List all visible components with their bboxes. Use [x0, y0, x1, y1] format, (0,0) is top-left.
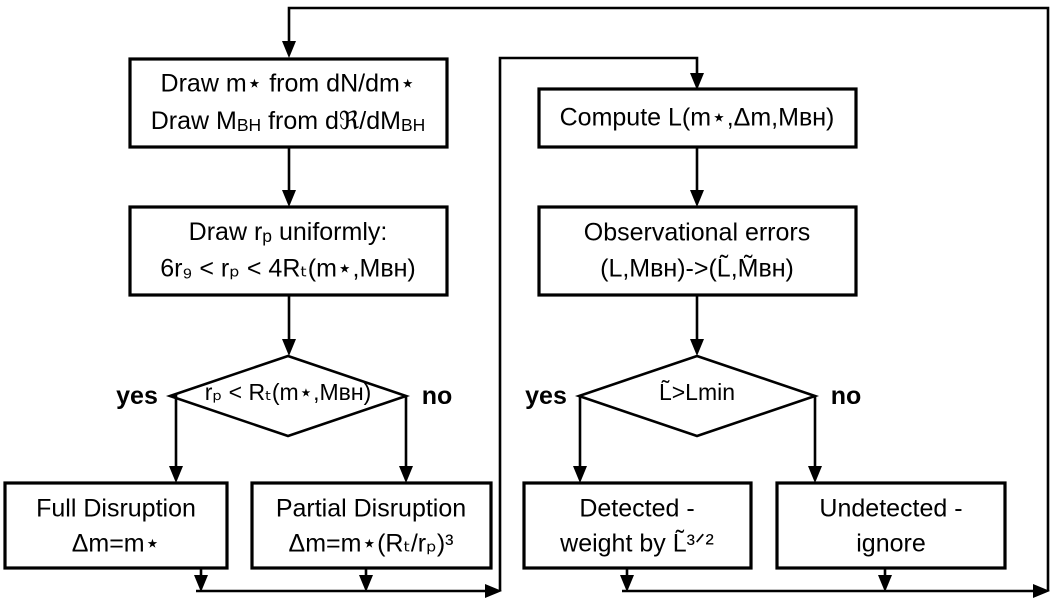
node-decision-lmin[interactable]: L̃>Lmin yes no: [525, 354, 862, 438]
undetected-line1: Undetected -: [819, 495, 962, 523]
partial-disruption-box: [250, 481, 493, 570]
node-draw-rp[interactable]: Draw rp uniformly: 6r₉ < rₚ < 4Rₜ(m⋆,Mʙʜ…: [128, 205, 449, 297]
node-full-disruption[interactable]: Full Disruption Δm=m⋆: [3, 481, 229, 570]
node-undetected[interactable]: Undetected - ignore: [775, 481, 1007, 570]
edge-feedback-loop: [282, 6, 1050, 591]
node-obs-errors[interactable]: Observational errors (L,Mʙʜ)->(L̃,M̃ʙʜ): [537, 205, 858, 297]
node-compute-l[interactable]: Compute L(m⋆,Δm,Mʙʜ): [537, 87, 858, 149]
draw-masses-line1: Draw m⋆ from dN/dm⋆: [161, 70, 416, 98]
partial-disruption-line1: Partial Disruption: [276, 495, 466, 523]
draw-masses-line2: Draw MBH from dℜ/dMBH: [151, 107, 426, 135]
draw-rp-line1: Draw rp uniformly:: [189, 218, 388, 246]
draw-rp-line2: 6r₉ < rₚ < 4Rₜ(m⋆,Mʙʜ): [160, 255, 415, 283]
full-disruption-box: [3, 481, 229, 570]
obs-errors-line1: Observational errors: [584, 219, 810, 247]
draw-masses-box: [128, 57, 449, 149]
draw-rp-box: [128, 205, 449, 297]
edge-decision-lmin-no: [808, 396, 822, 483]
obs-errors-line2: (L,Mʙʜ)->(L̃,M̃ʙʜ): [600, 254, 794, 282]
partial-disruption-line2: Δm=m⋆(Rₜ/rₚ)³: [289, 530, 454, 558]
node-partial-disruption[interactable]: Partial Disruption Δm=m⋆(Rₜ/rₚ)³: [250, 481, 493, 570]
edge-compute-to-errors: [690, 147, 704, 207]
detected-line1: Detected -: [579, 495, 694, 523]
detected-line2: weight by L̃³ᐟ²: [559, 529, 714, 557]
full-disruption-line2: Δm=m⋆: [72, 530, 161, 558]
node-detected[interactable]: Detected - weight by L̃³ᐟ²: [522, 481, 753, 570]
decision-lmin-yes-label: yes: [525, 382, 567, 410]
decision-rp-diamond: [165, 354, 411, 438]
decision-lmin-label: L̃>Lmin: [659, 379, 735, 405]
edge-rp-to-decision: [282, 295, 296, 356]
decision-rp-label: rₚ < Rₜ(m⋆,Mʙʜ): [205, 379, 371, 405]
edge-right-bottom-bus: [620, 568, 1050, 598]
full-disruption-line1: Full Disruption: [36, 495, 196, 523]
obs-errors-box: [537, 205, 858, 297]
edge-errors-to-decision: [690, 295, 704, 356]
decision-rp-yes-label: yes: [116, 382, 158, 410]
edge-decision-rp-no: [399, 396, 413, 483]
decision-lmin-no-label: no: [831, 382, 862, 410]
edge-left-riser-to-compute: [498, 56, 704, 591]
edge-decision-rp-yes: [169, 394, 183, 483]
undetected-box: [775, 481, 1007, 570]
node-draw-masses[interactable]: Draw m⋆ from dN/dm⋆ Draw MBH from dℜ/dMB…: [128, 57, 449, 149]
detected-box: [522, 481, 753, 570]
compute-l-label: Compute L(m⋆,Δm,Mʙʜ): [560, 104, 835, 132]
decision-rp-no-label: no: [422, 382, 453, 410]
decision-lmin-diamond: [574, 354, 820, 438]
undetected-line2: ignore: [856, 530, 926, 558]
node-decision-rp[interactable]: rₚ < Rₜ(m⋆,Mʙʜ) yes no: [116, 354, 453, 438]
edge-left-bottom-bus: [194, 568, 502, 598]
edge-masses-to-rp: [282, 147, 296, 207]
compute-l-box: [537, 87, 858, 149]
edge-decision-lmin-yes: [573, 396, 587, 483]
